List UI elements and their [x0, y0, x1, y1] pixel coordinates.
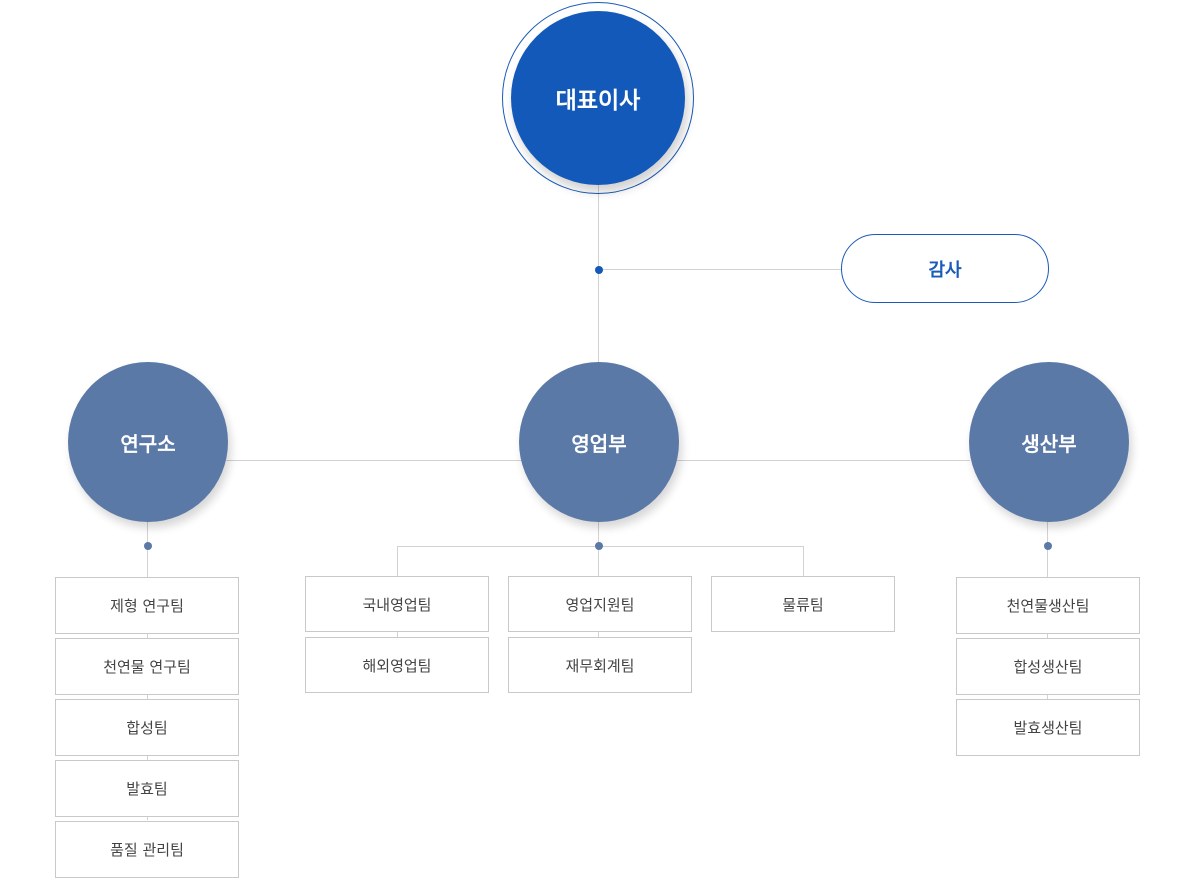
ceo-label: 대표이사 [555, 88, 641, 114]
production-junction-dot [1044, 542, 1052, 550]
team-box: 제형 연구팀 [55, 577, 239, 634]
ceo-trunk-line [598, 185, 599, 363]
ceo-outer-ring [502, 2, 694, 194]
team-box: 물류팀 [711, 576, 895, 632]
dept-production-label: 생산부 [1021, 431, 1077, 456]
audit-label: 감사 [928, 259, 962, 281]
dept-production: 생산부 [969, 362, 1129, 522]
dept-sales-label: 영업부 [571, 431, 627, 456]
audit-node: 감사 [841, 234, 1049, 303]
team-box: 합성팀 [55, 699, 239, 756]
team-box: 재무회계팀 [508, 637, 692, 693]
sales-right-drop-line [803, 546, 804, 577]
audit-junction-dot [595, 266, 603, 274]
audit-branch-line [598, 269, 842, 270]
team-box: 천연물생산팀 [956, 577, 1140, 634]
team-box: 합성생산팀 [956, 638, 1140, 695]
team-box: 발효팀 [55, 760, 239, 817]
team-box: 발효생산팀 [956, 699, 1140, 756]
sales-junction-dot [595, 542, 603, 550]
team-box: 국내영업팀 [305, 576, 489, 632]
dept-research: 연구소 [68, 362, 228, 522]
team-box: 영업지원팀 [508, 576, 692, 632]
team-box: 해외영업팀 [305, 637, 489, 693]
team-box: 품질 관리팀 [55, 821, 239, 878]
team-box: 천연물 연구팀 [55, 638, 239, 695]
dept-research-label: 연구소 [120, 431, 176, 456]
dept-sales: 영업부 [519, 362, 679, 522]
ceo-node: 대표이사 [511, 11, 685, 185]
research-junction-dot [144, 542, 152, 550]
